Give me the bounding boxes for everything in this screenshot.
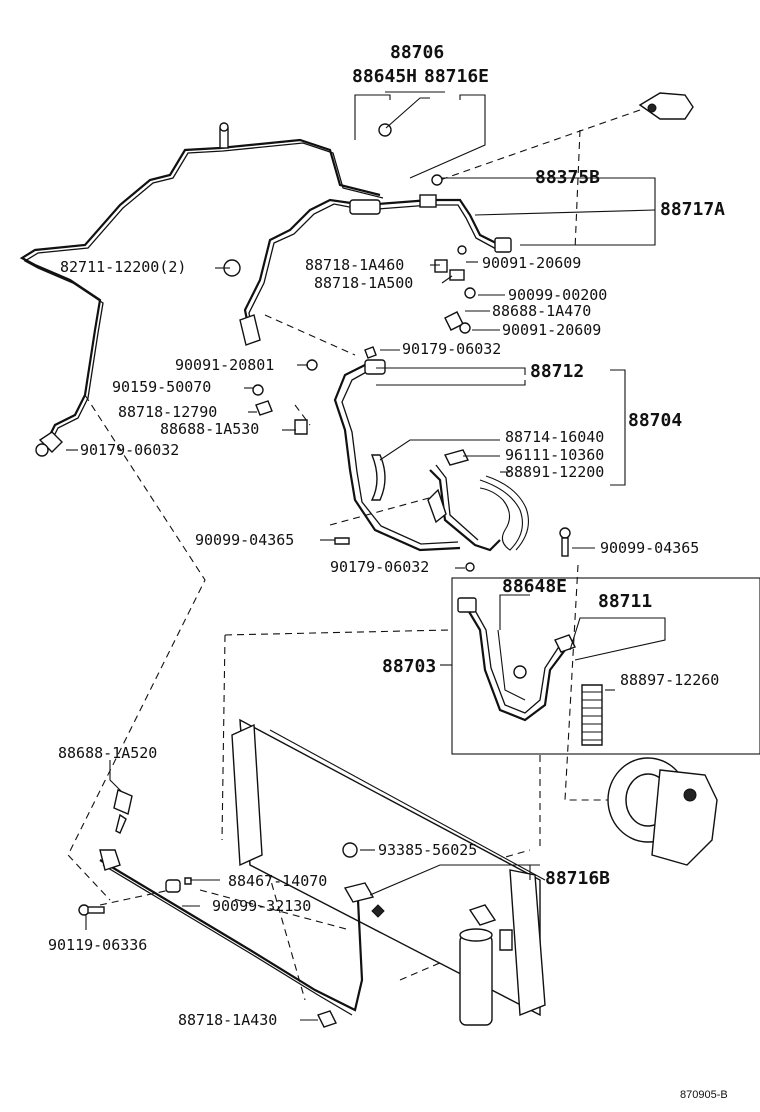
label-88703: 88703 [382, 656, 436, 677]
label-90179-06032-b: 90179-06032 [80, 441, 179, 459]
label-90091-20801: 90091-20801 [175, 356, 274, 374]
label-88688-1a470: 88688-1A470 [492, 302, 591, 320]
label-90179-06032-c: 90179-06032 [330, 558, 429, 576]
label-88716e: 88716E [424, 66, 489, 87]
label-88718-1a500: 88718-1A500 [314, 274, 413, 292]
label-93385-56025: 93385-56025 [378, 841, 477, 859]
small-hardware-left [35, 123, 392, 457]
label-90099-04365-b: 90099-04365 [600, 539, 699, 557]
label-88688-1a530: 88688-1A530 [160, 420, 259, 438]
label-88645h: 88645H [352, 66, 417, 87]
label-88718-12790: 88718-12790 [118, 403, 217, 421]
label-90099-00200: 90099-00200 [508, 286, 607, 304]
label-88688-1a520: 88688-1A520 [58, 744, 157, 762]
long-discharge-pipe [19, 122, 384, 453]
label-90091-20609-b: 90091-20609 [502, 321, 601, 339]
label-90179-06032-a: 90179-06032 [402, 340, 501, 358]
label-88648e: 88648E [502, 576, 567, 597]
label-88467-14070: 88467-14070 [228, 872, 327, 890]
label-88712: 88712 [530, 361, 584, 382]
small-clamps-right [431, 174, 476, 334]
label-88704: 88704 [628, 410, 682, 431]
suction-pipe [239, 194, 512, 346]
box-88703 [451, 577, 760, 755]
compressor [607, 757, 718, 866]
condenser [231, 718, 546, 1026]
label-88711: 88711 [598, 591, 652, 612]
label-82711-12200: 82711-12200(2) [60, 258, 186, 276]
label-90099-32130: 90099-32130 [212, 897, 311, 915]
label-88706: 88706 [390, 42, 444, 63]
hose-88704-assembly [333, 359, 529, 552]
label-90099-04365-a: 90099-04365 [195, 531, 294, 549]
label-96111-10360: 96111-10360 [505, 446, 604, 464]
label-88714-16040: 88714-16040 [505, 428, 604, 446]
part-labels: 88706 88645H 88716E 88375B 88717A 82711-… [48, 42, 728, 1101]
label-88717a: 88717A [660, 199, 725, 220]
label-90091-20609-a: 90091-20609 [482, 254, 581, 272]
label-88716b: 88716B [545, 868, 610, 889]
diagram-code: 870905-B [680, 1089, 728, 1101]
label-90119-06336: 90119-06336 [48, 936, 147, 954]
label-88375b: 88375B [535, 167, 600, 188]
label-88718-1a430: 88718-1A430 [178, 1011, 277, 1029]
bottom-liquid-pipe [99, 789, 385, 1028]
leader-lines [66, 91, 666, 1021]
label-88891-12200: 88891-12200 [505, 463, 604, 481]
label-90159-50070: 90159-50070 [112, 378, 211, 396]
bolts [78, 527, 571, 916]
top-right-connector [638, 92, 694, 120]
label-88897-12260: 88897-12260 [620, 671, 719, 689]
label-88718-1a460: 88718-1A460 [305, 256, 404, 274]
